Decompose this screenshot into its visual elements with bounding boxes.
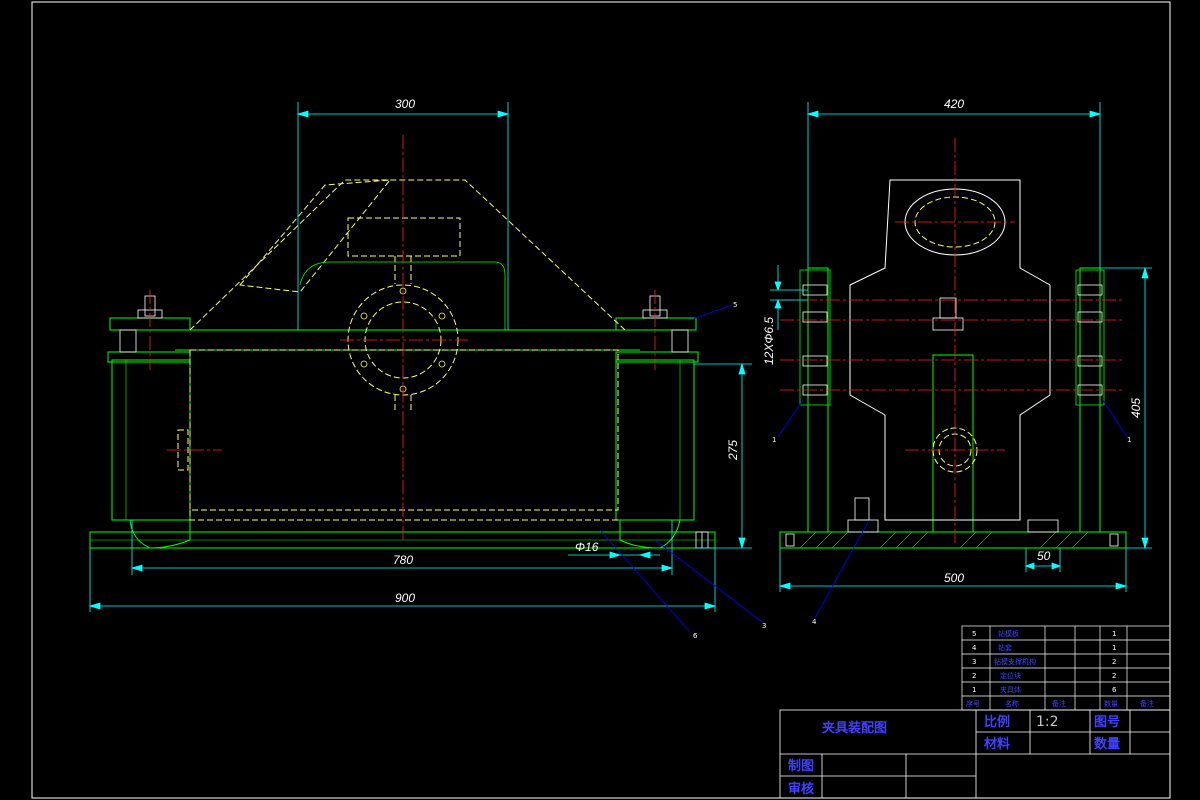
svg-text:钻模板: 钻模板	[998, 629, 1019, 638]
scale-label: 比例	[984, 714, 1010, 730]
front-view: 300 275 780 900 Φ16 5 6 3	[88, 97, 766, 640]
svg-text:定位块: 定位块	[1000, 671, 1021, 680]
svg-text:名称: 名称	[1005, 699, 1019, 708]
svg-text:2: 2	[1112, 672, 1116, 680]
dim-overall-width: 900	[395, 591, 415, 605]
title-block	[779, 709, 1171, 799]
svg-text:数量: 数量	[1104, 699, 1118, 708]
balloon-4: 4	[812, 618, 817, 626]
parts-list	[961, 625, 1171, 711]
dim-front-top-width: 300	[395, 97, 415, 111]
dim-front-height: 275	[726, 440, 740, 461]
drawing-no-label: 图号	[1094, 715, 1120, 730]
title-text: 夹具装配图	[822, 720, 887, 736]
svg-text:1: 1	[1112, 644, 1116, 652]
dim-side-slot: 50	[1037, 549, 1051, 563]
svg-text:钻模支撑机构: 钻模支撑机构	[994, 657, 1036, 666]
balloon-5: 5	[733, 301, 737, 309]
dim-bolt-spacing: 780	[393, 553, 413, 567]
svg-text:6: 6	[1112, 686, 1117, 694]
svg-text:1: 1	[972, 686, 976, 694]
qty-label: 数量	[1094, 736, 1120, 752]
svg-text:4: 4	[972, 644, 977, 652]
material-label: 材料	[984, 736, 1010, 752]
balloon-6: 6	[693, 632, 698, 640]
svg-text:钻套: 钻套	[998, 643, 1012, 652]
balloon-1-left: 1	[772, 436, 776, 444]
svg-text:2: 2	[1112, 658, 1116, 666]
dim-hole-dia: Φ16	[575, 540, 599, 554]
svg-text:5: 5	[972, 630, 976, 638]
parts-list-rows: 5 钻模板 1 4 钻套 1 3 钻模支撑机构 2 2 定位块 2 1 夹具体 …	[966, 629, 1154, 708]
balloon-3: 3	[762, 622, 766, 630]
dim-side-holes: 12XΦ6.5	[762, 317, 776, 365]
svg-text:1: 1	[1112, 630, 1116, 638]
dim-side-height: 405	[1129, 398, 1143, 418]
side-view: 420 405 12XΦ6.5 500 50 1 1 4	[762, 97, 1152, 626]
drawn-label: 制图	[788, 758, 814, 774]
svg-text:2: 2	[972, 672, 976, 680]
scale-value: 1:2	[1036, 714, 1059, 730]
dim-side-top-width: 420	[944, 97, 964, 111]
side-workpiece	[849, 179, 1051, 521]
svg-text:夹具体: 夹具体	[1000, 685, 1021, 694]
checked-label: 审核	[788, 781, 814, 797]
drawing-frame	[31, 1, 1171, 799]
svg-text:3: 3	[972, 658, 976, 666]
balloon-1-right: 1	[1127, 436, 1131, 444]
svg-text:备注: 备注	[1052, 699, 1066, 708]
svg-text:序号: 序号	[966, 699, 980, 708]
dim-side-base-width: 500	[944, 571, 964, 585]
front-right-column	[615, 359, 695, 521]
svg-text:备注: 备注	[1140, 699, 1154, 708]
